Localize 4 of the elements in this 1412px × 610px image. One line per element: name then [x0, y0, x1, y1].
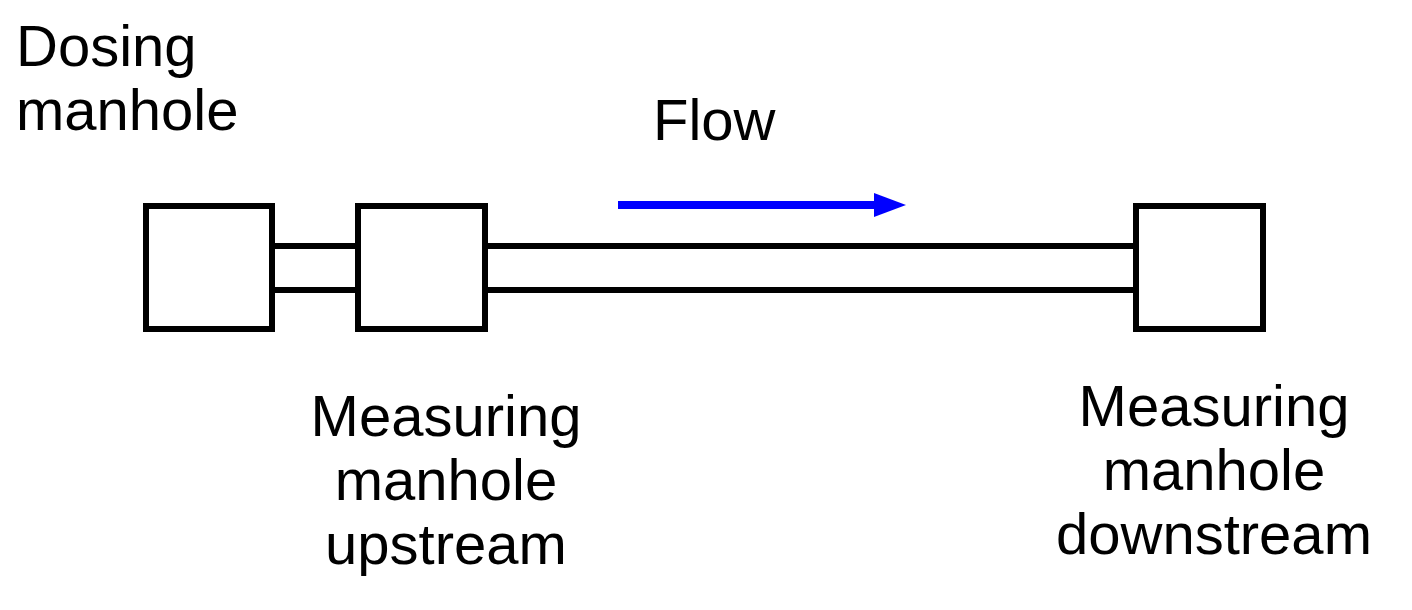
manhole-label: Measuring manhole upstream — [309, 384, 583, 576]
manhole-label: Measuring manhole downstream — [1055, 374, 1373, 566]
flow-label: Flow — [653, 88, 776, 152]
manhole-label: Dosing manhole — [16, 14, 240, 142]
